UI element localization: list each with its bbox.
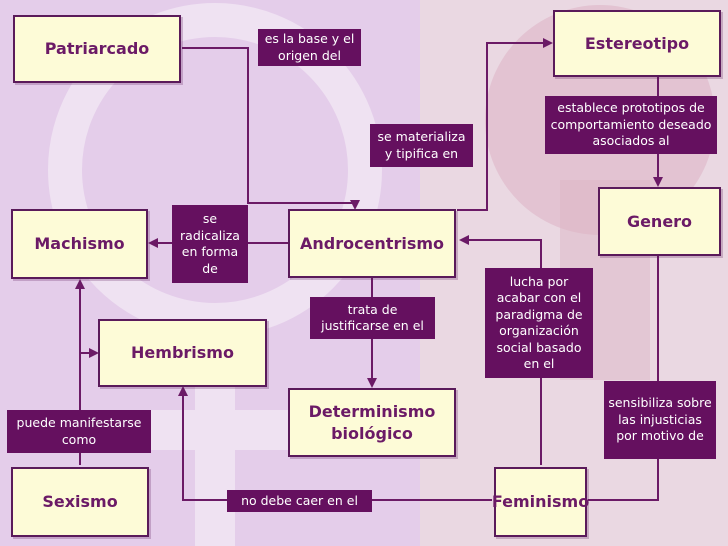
node-machismo: Machismo <box>11 209 148 279</box>
arrow-feminismo-androcentrismo <box>459 235 542 465</box>
node-sexismo: Sexismo <box>11 467 149 537</box>
node-patriarcado: Patriarcado <box>13 15 181 83</box>
arrow-patriarcado-androcentrismo <box>182 47 360 210</box>
node-androcentrismo: Androcentrismo <box>288 209 456 278</box>
arrow-feminismo-genero <box>588 230 663 501</box>
link-justificarse: trata de justificarse en el <box>310 297 435 339</box>
link-materializa: se materializa y tipifica en <box>370 124 473 167</box>
node-determinismo: Determinismo biológico <box>288 388 456 457</box>
link-lucha: lucha por acabar con el paradigma de org… <box>485 268 593 378</box>
node-hembrismo: Hembrismo <box>98 319 267 387</box>
link-sensibiliza: sensibiliza sobre las injusticias por mo… <box>604 381 716 459</box>
link-no-caer: no debe caer en el <box>227 490 372 512</box>
node-estereotipo: Estereotipo <box>553 10 721 77</box>
link-radicaliza: se radicaliza en forma de <box>172 205 248 283</box>
link-base-origen: es la base y el origen del <box>258 29 361 66</box>
link-manifestarse: puede manifestarse como <box>7 410 151 453</box>
arrow-androcentrismo-estereotipo <box>457 38 553 211</box>
node-genero: Genero <box>598 187 721 256</box>
node-feminismo: Feminismo <box>492 467 589 537</box>
link-establece: establece prototipos de comportamiento d… <box>545 96 717 154</box>
arrow-feminismo-hembrismo <box>178 386 492 501</box>
